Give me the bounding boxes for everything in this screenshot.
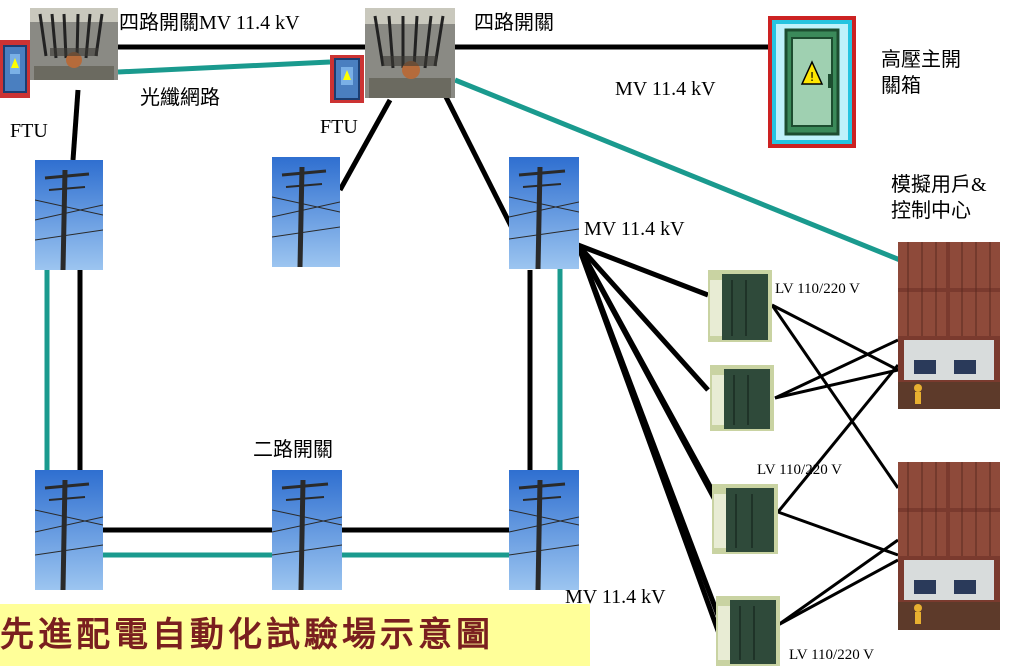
label-ftu-left: FTU (10, 121, 48, 141)
container-site-bottom (898, 462, 1000, 630)
label-lv-1: LV 110/220 V (775, 282, 860, 297)
label-fiber-network: 光纖網路 (140, 88, 220, 108)
label-mv-branch: MV 11.4 kV (584, 219, 685, 239)
hv-main-switch-box-image: ! (768, 16, 856, 148)
transformer-3 (712, 484, 778, 554)
power-line-mid-pole (340, 100, 390, 190)
label-ftu-mid: FTU (320, 117, 358, 137)
transformer-1 (708, 270, 772, 342)
pole-top-left (35, 160, 103, 270)
label-sim-user-control: 模擬用戶& 控制中心 (891, 172, 987, 224)
ftu-box-left (0, 40, 30, 98)
container-site-top (898, 242, 1000, 409)
power-line-left-drop (73, 90, 78, 160)
power-line-right-pole (445, 95, 512, 228)
svg-text:!: ! (810, 70, 815, 84)
fiber-line-top (118, 62, 330, 72)
pole-bottom-mid (272, 470, 342, 590)
label-lv-3: LV 110/220 V (789, 648, 874, 663)
label-mv-top-right: MV 11.4 kV (615, 79, 716, 99)
pole-top-right (509, 157, 579, 269)
transformer-2 (710, 365, 774, 431)
label-hv-main-switch-box: 高壓主開 關箱 (881, 47, 961, 99)
ftu-box-mid (330, 55, 364, 103)
label-four-way-switch-mid: 四路開關 (474, 13, 554, 33)
pole-bottom-left (35, 470, 103, 590)
pole-top-mid (272, 157, 340, 267)
transformer-4 (716, 596, 780, 666)
label-four-way-switch-left: 四路開關MV 11.4 kV (119, 13, 300, 33)
label-lv-2: LV 110/220 V (757, 463, 842, 478)
four-way-switch-mid (365, 8, 455, 98)
diagram-title: 先進配電自動化試驗場示意圖 (0, 604, 590, 666)
pole-bottom-right (509, 470, 579, 590)
label-two-way-switch: 二路開關 (253, 440, 333, 460)
four-way-switch-left (30, 8, 118, 80)
